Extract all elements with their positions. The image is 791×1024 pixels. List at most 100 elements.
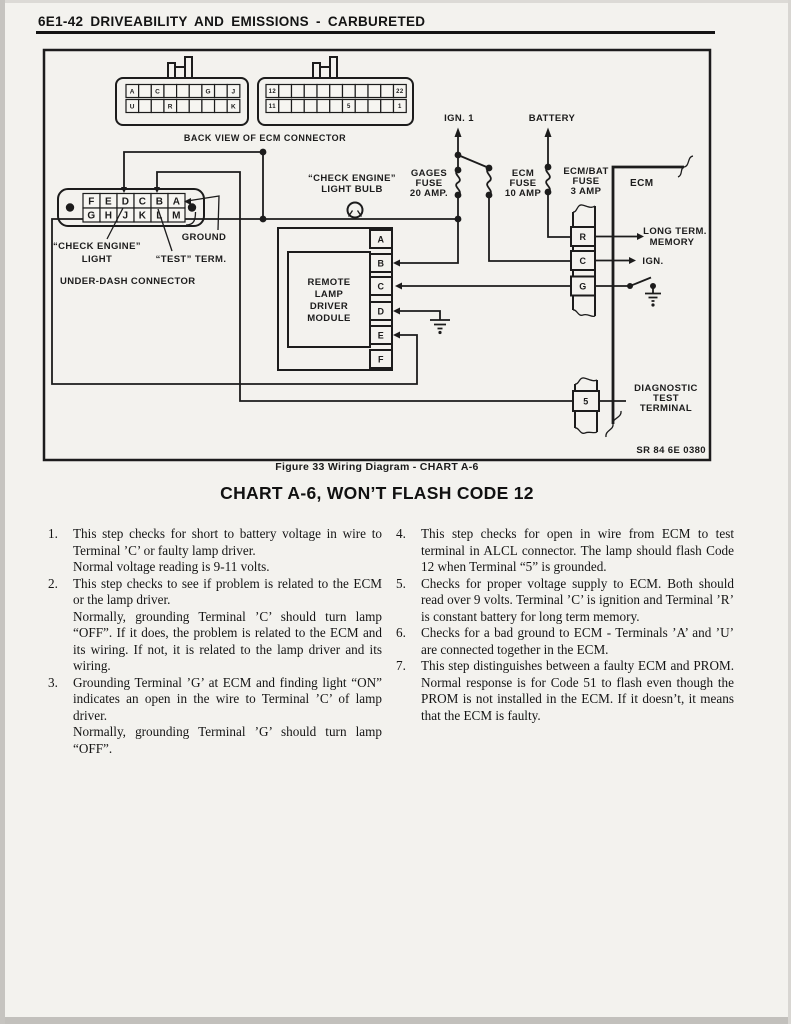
arrowhead-up xyxy=(454,127,462,137)
step-body: This step checks for short to battery vo… xyxy=(73,526,382,576)
page-title: CHART A-6, WON’T FLASH CODE 12 xyxy=(220,483,534,503)
pin-cell xyxy=(341,83,356,99)
test-term-label: “TEST” TERM. xyxy=(156,254,227,265)
step-body: Checks for a bad ground to ECM - Termina… xyxy=(421,625,734,658)
module-terminal-a: A xyxy=(378,235,385,245)
pin-label: A xyxy=(130,88,135,95)
battery-feed: BATTERY xyxy=(529,113,575,238)
arrowhead-up xyxy=(544,127,552,137)
step-item: 5.Checks for proper voltage supply to EC… xyxy=(396,576,734,626)
step-paragraph: This step checks to see if problem is re… xyxy=(73,575,382,608)
bulb-label-line1: “CHECK ENGINE” xyxy=(308,173,396,184)
diagnostic-switch xyxy=(595,276,661,307)
step-item: 6.Checks for a bad ground to ECM - Termi… xyxy=(396,625,734,658)
wire-check-engine-light xyxy=(123,151,263,189)
pin-cell xyxy=(329,98,344,114)
arrowhead xyxy=(393,307,400,315)
pin-label: E xyxy=(105,196,112,207)
wire-test-terminal xyxy=(156,171,573,402)
pin-cell xyxy=(176,98,190,114)
step-body: This step checks to see if problem is re… xyxy=(73,576,382,675)
pin-cell xyxy=(392,98,407,114)
pin-cell xyxy=(226,98,241,114)
ecm-bat-fuse-symbol xyxy=(545,166,551,193)
step-item: 7. This step distinguishes between a faul… xyxy=(396,658,734,724)
pin-cell xyxy=(138,98,152,114)
step-item: 2. This step checks to see if problem is … xyxy=(48,576,382,675)
gages-fuse-label3: 20 AMP. xyxy=(410,188,448,199)
steps-column-right: 4. This step checks for open in wire from… xyxy=(396,526,734,724)
figure-ref-code: SR 84 6E 0380 xyxy=(636,445,706,456)
ecm-terminal-strip: R C G xyxy=(570,204,596,318)
diagram-border xyxy=(42,48,712,462)
pin-cell xyxy=(316,83,331,99)
ign1-label: IGN. 1 xyxy=(444,113,474,124)
pin-cell xyxy=(354,98,369,114)
pin-cell xyxy=(303,83,318,99)
ground-symbol xyxy=(430,319,450,335)
light-bulb-symbol xyxy=(346,201,364,219)
diagnostic-test-terminal: 5 xyxy=(572,377,600,434)
diag-label3: TERMINAL xyxy=(640,403,692,414)
pin-cell xyxy=(367,83,382,99)
pin-label: U xyxy=(130,103,135,110)
step-number: 1. xyxy=(48,526,58,541)
pin-row: 12 22 xyxy=(265,83,407,99)
pin-cell xyxy=(163,83,178,99)
gages-fuse-symbol xyxy=(455,169,461,196)
pin-label: C xyxy=(155,88,160,95)
ecm-terminal-g: G xyxy=(579,282,586,292)
pin-label: 12 xyxy=(269,89,277,95)
pin-label: R xyxy=(168,103,173,110)
pin-label: F xyxy=(88,196,95,207)
module-terminal-d: D xyxy=(378,307,385,317)
check-engine-light-label2: LIGHT xyxy=(82,254,113,265)
ecm-fuse-label2: FUSE xyxy=(510,178,537,189)
ecm-boundary: ECM xyxy=(605,155,694,438)
diag-label2: TEST xyxy=(653,393,679,404)
module-terminal-e: E xyxy=(378,331,384,341)
arrowhead xyxy=(393,331,400,339)
check-engine-light-label1: “CHECK ENGINE” xyxy=(53,241,141,252)
step-body: This step checks for open in wire from E… xyxy=(421,526,734,576)
pin-label: K xyxy=(139,211,147,222)
ecm-terminal-c: C xyxy=(580,256,587,266)
long-term-label1: LONG TERM. xyxy=(643,226,707,237)
pin-cell xyxy=(150,98,165,114)
step-body: This step distinguishes between a faulty… xyxy=(421,658,734,724)
step-number: 7. xyxy=(396,658,406,673)
pin-label: K xyxy=(231,103,236,110)
step-paragraph: Normally, grounding Terminal ’C’ should … xyxy=(73,608,382,674)
module-label1: REMOTE xyxy=(307,277,350,288)
page-header: 6E1-42 DRIVEABILITY AND EMISSIONS - CARB… xyxy=(38,14,426,29)
pin-cell xyxy=(201,98,216,114)
step-paragraph: This step checks for open in wire from E… xyxy=(421,526,734,574)
pin-cell xyxy=(176,83,190,99)
pin-label: 1 xyxy=(398,104,402,110)
back-view-caption: BACK VIEW OF ECM CONNECTOR xyxy=(184,133,346,143)
pin-cell xyxy=(213,98,228,114)
step-body: Checks for proper voltage supply to ECM.… xyxy=(421,576,734,626)
step-body: Grounding Terminal ’G’ at ECM and findin… xyxy=(73,675,382,758)
step-number: 2. xyxy=(48,575,58,591)
pin-label: 22 xyxy=(396,89,404,95)
pin-label: M xyxy=(172,211,181,222)
step-number: 4. xyxy=(396,526,406,541)
steps-column-left: 1. This step checks for short to battery … xyxy=(48,526,382,757)
gages-fuse-label2: FUSE xyxy=(416,178,443,189)
pin-cell xyxy=(188,83,203,99)
leader-check-engine xyxy=(106,207,124,240)
pin-cell xyxy=(392,83,407,99)
step-item: 3.Grounding Terminal ’G’ at ECM and find… xyxy=(48,675,382,758)
arrowhead-right xyxy=(629,257,636,264)
ecm-bat-fuse-label3: 3 AMP xyxy=(571,186,602,197)
step-paragraph: This step checks for short to battery vo… xyxy=(73,526,382,558)
